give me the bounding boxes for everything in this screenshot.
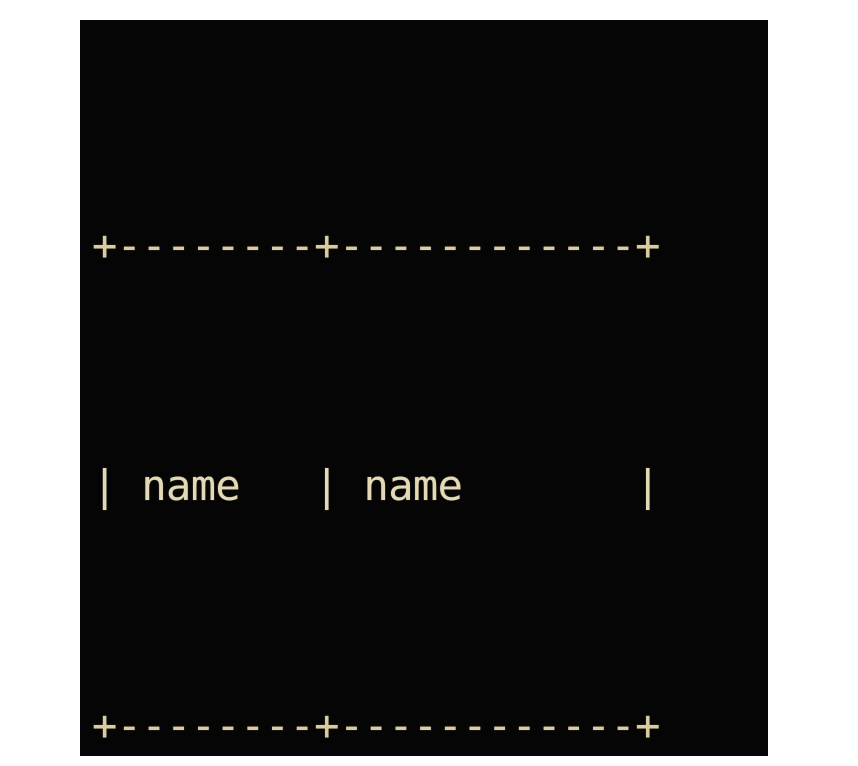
table-rule-header: +--------+------------+ — [92, 701, 660, 750]
terminal-window[interactable]: +--------+------------+ | name | name | … — [80, 20, 768, 756]
table-rule-top: +--------+------------+ — [92, 221, 660, 270]
mysql-result-output: +--------+------------+ | name | name | … — [92, 36, 684, 756]
table-header-row: | name | name | — [92, 461, 660, 510]
